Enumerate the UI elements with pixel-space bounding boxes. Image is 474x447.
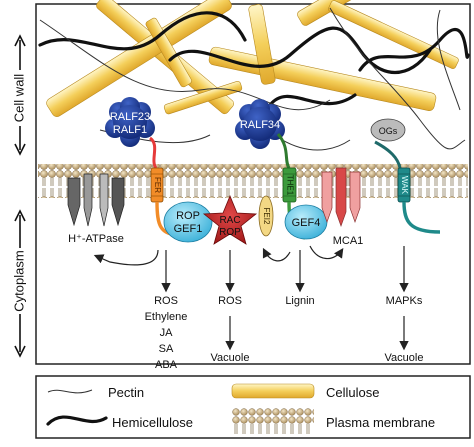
ogs-ligand: OGs [370,118,406,142]
gef4-label: GEF4 [292,217,321,229]
cell-wall-label: Cell wall [11,74,26,123]
legend-hemicellulose: Hemicellulose [112,415,193,430]
rac-label: RAC [219,215,240,226]
legend-cellulose: Cellulose [326,385,379,400]
vacuole-right-output: Vacuole [385,352,424,364]
lignin-output: Lignin [285,295,314,307]
signal-arrows [93,245,409,351]
fer-output-1: ROS [154,295,178,307]
rop-gef1-top-label: ROP [176,210,200,222]
cell-wall-label-group: Cell wall [10,34,30,156]
cellulose-swatch [231,383,315,399]
fei2-label: FEI2 [262,208,271,225]
cell-wall-fibers [46,0,459,117]
rac-rop: RAC ROP [202,194,258,245]
pectin-swatch [47,389,93,394]
legend-plasma-membrane: Plasma membrane [326,415,435,430]
fer-outputs: ROS Ethylene JA SA ABA [145,295,188,371]
h-atpase-label: H⁺-ATPase [68,233,124,245]
ogs-label: OGs [379,126,398,136]
the1-label: THE1 [285,175,294,196]
vacuole-mid-output: Vacuole [211,352,250,364]
ros-output: ROS [218,295,242,307]
ralf34-ligand: RALF34 [235,99,285,149]
hemicellulose-swatch [46,415,108,426]
wak-receptor: WAK [374,140,441,234]
fer-output-5: ABA [155,359,178,371]
membrane-swatch [232,408,314,434]
mapks-output: MAPKs [386,295,423,307]
ralf1-label: RALF1 [113,124,147,136]
gef4: GEF4 [284,204,328,240]
fer-output-2: Ethylene [145,311,188,323]
mca1-channel: MCA1 [321,167,364,247]
mca1-label: MCA1 [333,235,364,247]
ralf23-label: RALF23 [110,111,150,123]
fer-label: FER [153,177,162,193]
ralf34-label: RALF34 [240,119,280,131]
legend-pectin: Pectin [108,385,144,400]
ralf23-ralf1-ligand: RALF23 RALF1 [105,97,155,147]
cytoplasm-label-group: Cytoplasm [10,209,30,358]
rac-rop-label: ROP [219,227,241,238]
legend: Pectin Hemicellulose Cellulose Plasma me… [35,375,471,439]
rop-gef1: ROP GEF1 [163,201,213,243]
hemicellulose-strands [38,11,470,107]
fer-output-4: SA [159,343,174,355]
h-atpase: H⁺-ATPase [67,173,125,245]
rop-gef1-bottom-label: GEF1 [174,223,203,235]
fer-output-3: JA [160,327,174,339]
wak-label: WAK [400,176,409,195]
cytoplasm-label: Cytoplasm [11,250,26,311]
fei2: FEI2 [258,195,274,237]
plasma-membrane [38,164,468,198]
